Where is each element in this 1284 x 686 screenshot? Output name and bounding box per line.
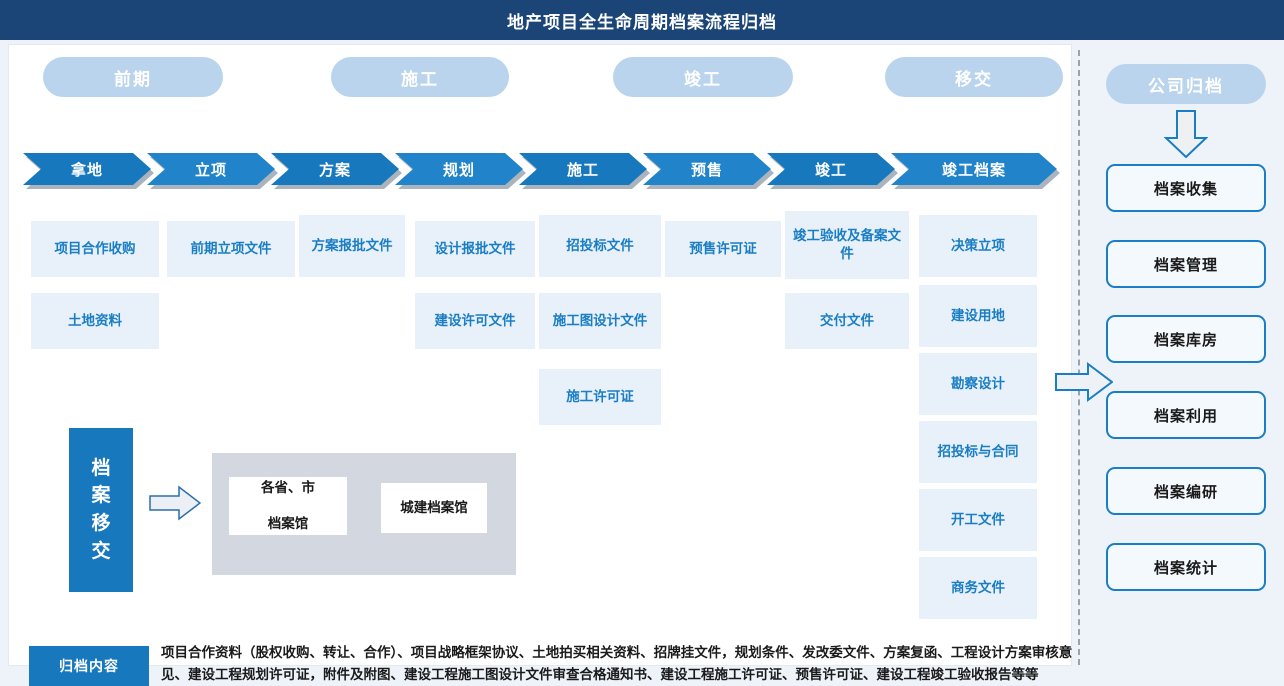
stage-chevron-5[interactable]: 施工	[519, 153, 647, 185]
archive-function-box-3[interactable]: 档案库房	[1106, 315, 1266, 363]
document-card[interactable]: 前期立项文件	[167, 221, 295, 277]
document-card-label: 竣工验收及备案文件	[793, 227, 901, 262]
document-card[interactable]: 施工许可证	[539, 369, 661, 425]
section-divider	[1078, 50, 1080, 665]
stage-chevron-label: 施工	[566, 160, 599, 179]
stage-chevron-8[interactable]: 竣工档案	[891, 153, 1057, 185]
archive-function-box-2[interactable]: 档案管理	[1106, 240, 1266, 288]
archive-function-label: 档案管理	[1153, 255, 1218, 274]
document-card-label: 开工文件	[951, 511, 1005, 528]
archive-destination-box[interactable]: 城建档案馆	[381, 483, 487, 533]
stage-chevron-label: 竣工	[814, 160, 847, 179]
company-archive-panel: 公司归档 档案收集档案管理档案库房档案利用档案编研档案统计	[1092, 44, 1280, 666]
archive-content-text: 项目合作资料（股权收购、转让、合作）、项目战略框架协议、土地拍买相关资料、招牌挂…	[161, 645, 1073, 683]
main-flow-panel: 前期施工竣工移交 拿地立项方案规划施工预售竣工竣工档案 项目合作收购土地资料前期…	[8, 44, 1073, 686]
stage-chevron-label: 竣工档案	[941, 160, 1006, 179]
document-card[interactable]: 项目合作收购	[31, 221, 159, 277]
document-card[interactable]: 施工图设计文件	[539, 293, 661, 349]
document-card-label: 施工图设计文件	[552, 312, 648, 329]
document-card-label: 前期立项文件	[190, 240, 272, 257]
phase-pill-label: 施工	[401, 69, 439, 90]
archive-transfer-char: 档	[91, 456, 111, 479]
stage-chevron-label: 方案	[318, 160, 351, 179]
company-archive-title: 公司归档	[1106, 64, 1266, 104]
document-card-label: 建设用地	[951, 307, 1005, 324]
stage-chevron-7[interactable]: 竣工	[767, 153, 895, 185]
document-card[interactable]: 招投标与合同	[919, 421, 1037, 483]
archive-function-label: 档案利用	[1153, 406, 1218, 425]
phase-pill-2[interactable]: 施工	[331, 57, 509, 97]
archive-function-box-1[interactable]: 档案收集	[1106, 164, 1266, 212]
phase-pill-1[interactable]: 前期	[43, 57, 223, 97]
archive-transfer-char: 移	[91, 512, 111, 534]
document-card-label: 招投标文件	[566, 237, 634, 254]
archive-content-tag: 归档内容	[29, 646, 149, 686]
document-card[interactable]: 交付文件	[785, 293, 909, 349]
page-title: 地产项目全生命周期档案流程归档	[507, 12, 777, 33]
archive-destination-box[interactable]: 各省、市档案馆	[229, 477, 347, 535]
document-card[interactable]: 土地资料	[31, 293, 159, 349]
document-card[interactable]: 开工文件	[919, 489, 1037, 551]
document-card[interactable]: 竣工验收及备案文件	[785, 211, 909, 279]
stage-chevron-3[interactable]: 方案	[271, 153, 399, 185]
stage-chevron-2[interactable]: 立项	[147, 153, 275, 185]
down-arrow-icon	[1163, 110, 1209, 159]
transfer-arrow-icon	[149, 485, 202, 521]
archive-transfer-label: 档案移交	[69, 428, 133, 592]
archive-function-label: 档案统计	[1153, 558, 1218, 577]
archive-function-label: 档案库房	[1153, 330, 1218, 349]
stage-chevron-label: 预售	[690, 160, 723, 179]
document-card-label: 招投标与合同	[937, 443, 1019, 460]
document-card[interactable]: 决策立项	[919, 215, 1037, 277]
document-card[interactable]: 设计报批文件	[415, 221, 535, 277]
phase-pill-label: 前期	[114, 69, 152, 90]
document-card-label: 商务文件	[951, 579, 1005, 596]
document-card-label: 勘察设计	[951, 375, 1005, 392]
phase-pill-row: 前期 施工 竣工 移交	[9, 57, 1073, 99]
document-card[interactable]: 预售许可证	[665, 221, 781, 277]
phase-pill-label: 移交	[955, 69, 993, 90]
archive-destination-label: 档案馆	[267, 516, 309, 533]
document-card-label: 决策立项	[951, 237, 1005, 254]
archive-transfer-char: 案	[91, 484, 111, 507]
document-card-label: 方案报批文件	[311, 237, 393, 254]
document-card[interactable]: 建设用地	[919, 285, 1037, 347]
stage-chevron-label: 立项	[194, 160, 227, 179]
archive-content-footer: 归档内容 项目合作资料（股权收购、转让、合作）、项目战略框架协议、土地拍买相关资…	[9, 601, 1073, 686]
document-card[interactable]: 勘察设计	[919, 353, 1037, 415]
archive-function-box-4[interactable]: 档案利用	[1106, 391, 1266, 439]
document-card-label: 施工许可证	[566, 388, 634, 405]
document-card-label: 建设许可文件	[434, 312, 516, 329]
document-card-label: 交付文件	[820, 312, 874, 329]
document-card-label: 预售许可证	[689, 240, 757, 257]
archive-destination-label: 各省、市	[261, 479, 315, 496]
right-arrow-icon	[1055, 362, 1114, 402]
document-card-label: 土地资料	[68, 312, 122, 329]
stage-chevron-label: 拿地	[70, 160, 103, 179]
archive-transfer-char: 交	[91, 539, 111, 562]
document-card[interactable]: 方案报批文件	[299, 215, 405, 277]
document-card[interactable]: 招投标文件	[539, 215, 661, 277]
document-card[interactable]: 商务文件	[919, 557, 1037, 619]
archive-function-box-5[interactable]: 档案编研	[1106, 467, 1266, 515]
phase-pill-4[interactable]: 移交	[885, 57, 1063, 97]
archive-destination-label: 城建档案馆	[400, 499, 468, 516]
document-card-grid: 项目合作收购土地资料 前期立项文件 方案报批文件 设计报批文件建设许可文件 招投标文件施…	[9, 181, 1073, 619]
document-card-label: 项目合作收购	[54, 240, 136, 257]
phase-pill-label: 竣工	[684, 69, 722, 90]
stage-chevron-row: 拿地 立项 方案 规划 施工 预售 竣工 竣工档案	[9, 153, 1073, 189]
archive-function-box-6[interactable]: 档案统计	[1106, 543, 1266, 591]
stage-chevron-6[interactable]: 预售	[643, 153, 771, 185]
document-card-label: 设计报批文件	[434, 240, 516, 257]
phase-pill-3[interactable]: 竣工	[613, 57, 793, 97]
stage-chevron-1[interactable]: 拿地	[23, 153, 151, 185]
title-bar: 地产项目全生命周期档案流程归档	[0, 0, 1284, 40]
archive-function-label: 档案收集	[1153, 179, 1218, 198]
document-card[interactable]: 建设许可文件	[415, 293, 535, 349]
archive-function-label: 档案编研	[1153, 482, 1218, 501]
stage-chevron-4[interactable]: 规划	[395, 153, 523, 185]
stage-chevron-label: 规划	[442, 160, 475, 179]
